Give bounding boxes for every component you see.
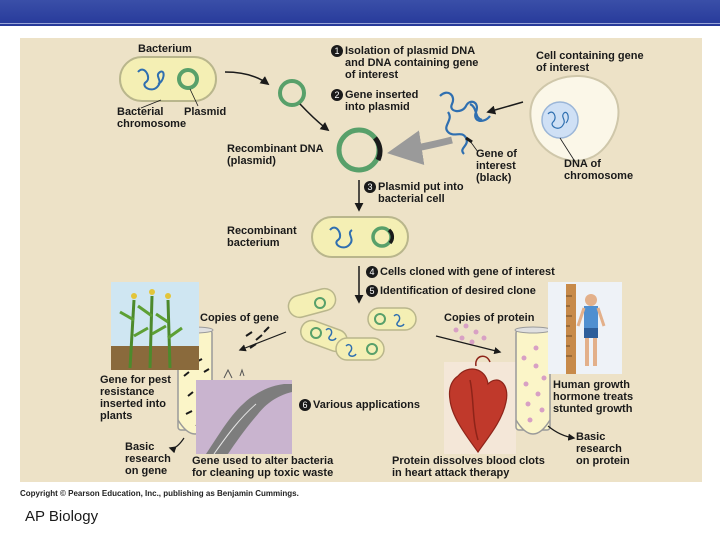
step-6: 6 Various applications — [299, 399, 420, 411]
arrow-basic-research-gene — [168, 437, 185, 454]
arrow-isolate-plasmid — [224, 71, 270, 86]
step-2-text: Gene inserted into plasmid — [345, 89, 419, 113]
step-2: 2 Gene inserted into plasmid — [331, 89, 418, 113]
title-banner — [0, 0, 720, 26]
label-gene-pest-resistance: Gene for pest resistance inserted into p… — [100, 374, 171, 422]
step-4-number: 4 — [366, 266, 378, 278]
gene-segment — [465, 136, 473, 144]
arrow-plasmid-recombine — [299, 103, 330, 132]
step-1-number: 1 — [331, 45, 343, 57]
step-1-text: Isolation of plasmid DNA and DNA contain… — [345, 45, 479, 81]
step-2-number: 2 — [331, 89, 343, 101]
isolated-plasmid — [278, 79, 306, 107]
label-basic-research-protein: Basic research on protein — [576, 431, 630, 467]
label-copies-of-protein: Copies of protein — [444, 312, 535, 324]
pest-resistant-plants-image — [111, 282, 199, 370]
label-bacterium: Bacterium — [138, 43, 192, 55]
step-4: 4 Cells cloned with gene of interest — [366, 266, 555, 278]
label-recombinant-bacterium: Recombinant bacterium — [227, 225, 297, 249]
step-3: 3 Plasmid put into bacterial cell — [364, 181, 464, 205]
gene-copies — [245, 326, 270, 349]
leader-plasmid — [189, 88, 199, 107]
label-human-growth-hormone: Human growth hormone treats stunted grow… — [553, 379, 634, 415]
arrow-copies-protein — [435, 335, 502, 355]
step-3-number: 3 — [364, 181, 376, 193]
step-5-text: Identification of desired clone — [380, 285, 536, 297]
label-bacterial-chromosome: Bacterial chromosome — [117, 106, 187, 130]
arrow-isolate-dna — [486, 101, 524, 115]
arrow-copies-gene — [238, 331, 287, 352]
slide-footer-title: AP Biology — [25, 508, 99, 525]
recombinant-plasmid — [336, 127, 383, 173]
label-gene-toxic-waste: Gene used to alter bacteria for cleaning… — [192, 455, 334, 479]
toxic-waste-cleanup-image — [196, 368, 292, 455]
arrow-gene-insert — [387, 130, 453, 166]
label-plasmid: Plasmid — [184, 106, 227, 118]
label-copies-of-gene: Copies of gene — [200, 312, 279, 324]
growth-hormone-child-image — [548, 282, 622, 374]
step-6-number: 6 — [299, 399, 311, 411]
donor-cell — [529, 75, 620, 162]
arrow-basic-research-protein — [547, 425, 576, 441]
leader-gene-of-interest — [469, 140, 479, 153]
protein-test-tube — [514, 326, 552, 435]
leader-chromosome — [140, 99, 162, 109]
label-recombinant-dna: Recombinant DNA (plasmid) — [227, 143, 324, 167]
step-5-number: 5 — [366, 285, 378, 297]
bacterium-cell — [119, 56, 217, 102]
label-dna-of-chromosome: DNA of chromosome — [564, 158, 634, 182]
step-1: 1 Isolation of plasmid DNA and DNA conta… — [331, 45, 478, 81]
protein-copies — [453, 323, 487, 345]
leader-dna-chromosome — [559, 137, 575, 161]
label-basic-research-gene: Basic research on gene — [125, 441, 171, 477]
step-4-text: Cells cloned with gene of interest — [380, 266, 555, 278]
cloned-bacteria — [287, 287, 417, 361]
step-5: 5 Identification of desired clone — [366, 285, 536, 297]
label-cell-containing-gene: Cell containing gene of interest — [536, 50, 644, 74]
isolated-dna — [439, 91, 491, 155]
recombinant-bacterium-cell — [311, 216, 409, 258]
copyright-notice: Copyright © Pearson Education, Inc., pub… — [20, 489, 299, 498]
label-protein-blood-clots: Protein dissolves blood clots in heart a… — [392, 455, 545, 479]
heart-image — [444, 355, 516, 454]
label-gene-of-interest: Gene of interest (black) — [476, 148, 517, 184]
step-6-text: Various applications — [313, 399, 420, 411]
step-3-text: Plasmid put into bacterial cell — [378, 181, 464, 205]
